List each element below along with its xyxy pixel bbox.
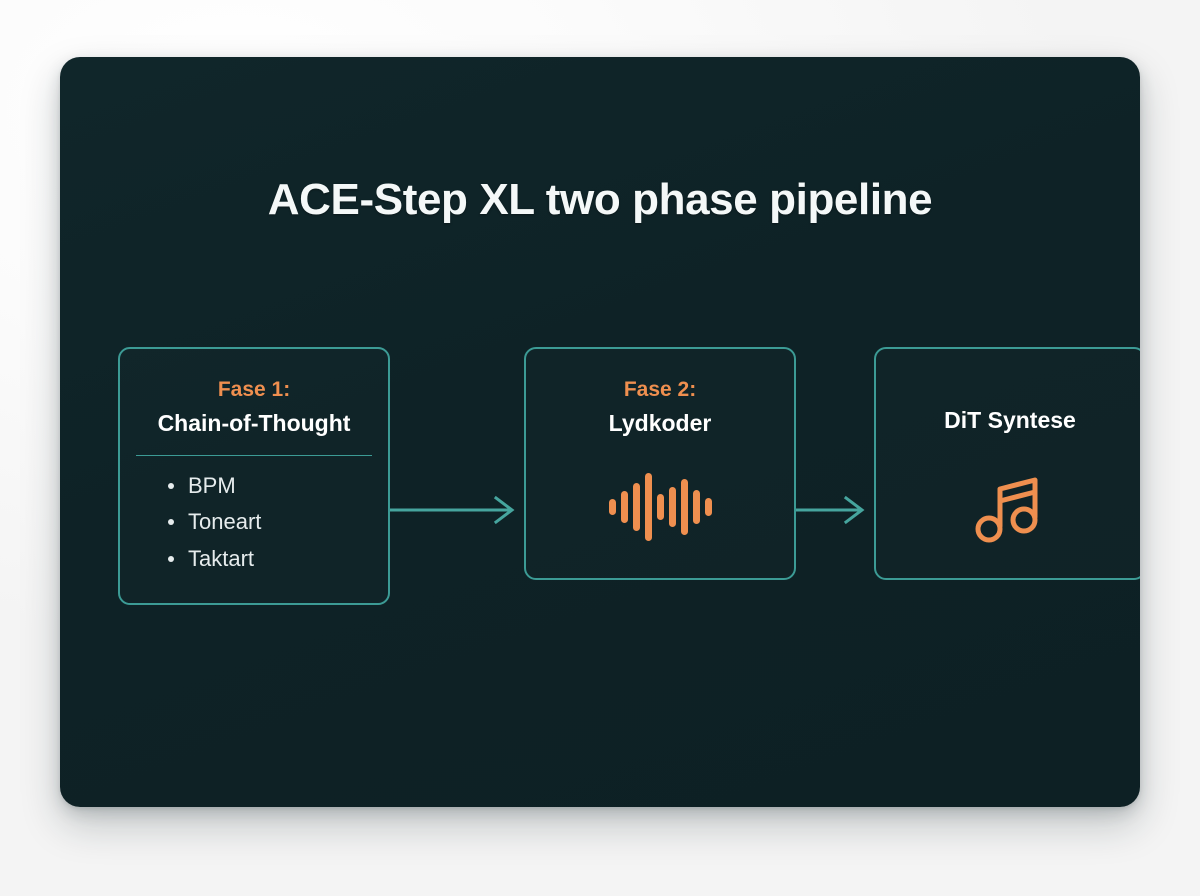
waveform-bar [608,499,616,515]
waveform-bar [692,490,700,524]
waveform-bar [656,494,664,520]
phase-box-2[interactable]: Fase 2: Lydkoder [524,347,796,580]
arrow-right-icon [796,495,865,525]
waveform-bar [704,498,712,516]
waveform-bar [644,473,652,541]
music-note-icon [975,477,1038,543]
phase-box-1[interactable]: Fase 1: Chain-of-Thought BPM Toneart Tak… [118,347,390,605]
phase-3-icon-slot [975,472,1045,544]
list-item: Taktart [166,541,261,577]
page-title: ACE-Step XL two phase pipeline [267,175,933,224]
phase-1-name: Chain-of-Thought [157,410,351,437]
arrow-phase2-to-phase3 [796,495,874,525]
waveform-bar [680,479,688,535]
phase-2-name: Lydkoder [608,410,712,437]
phase-box-3[interactable]: DiT Syntese [874,347,1140,580]
waveform-bar [668,487,676,527]
waveform-bar [632,483,640,531]
list-item: Toneart [166,504,261,540]
phase-1-item-list: BPM Toneart Taktart [166,468,261,576]
arrow-right-icon [390,495,515,525]
phase-2-label: Fase 2: [623,378,697,401]
phase-3-name: DiT Syntese [944,407,1076,433]
phase-1-divider [136,455,372,457]
list-item: BPM [166,468,261,504]
arrow-phase1-to-phase2 [390,495,524,525]
phase-1-label: Fase 1: [217,378,291,401]
phase-2-icon-slot [608,470,712,544]
audio-waveform-icon [608,470,712,544]
pipeline-flow: Fase 1: Chain-of-Thought BPM Toneart Tak… [118,347,1140,607]
waveform-bar [620,491,628,523]
slide-card: ACE-Step XL two phase pipeline Fase 1: C… [60,57,1140,807]
